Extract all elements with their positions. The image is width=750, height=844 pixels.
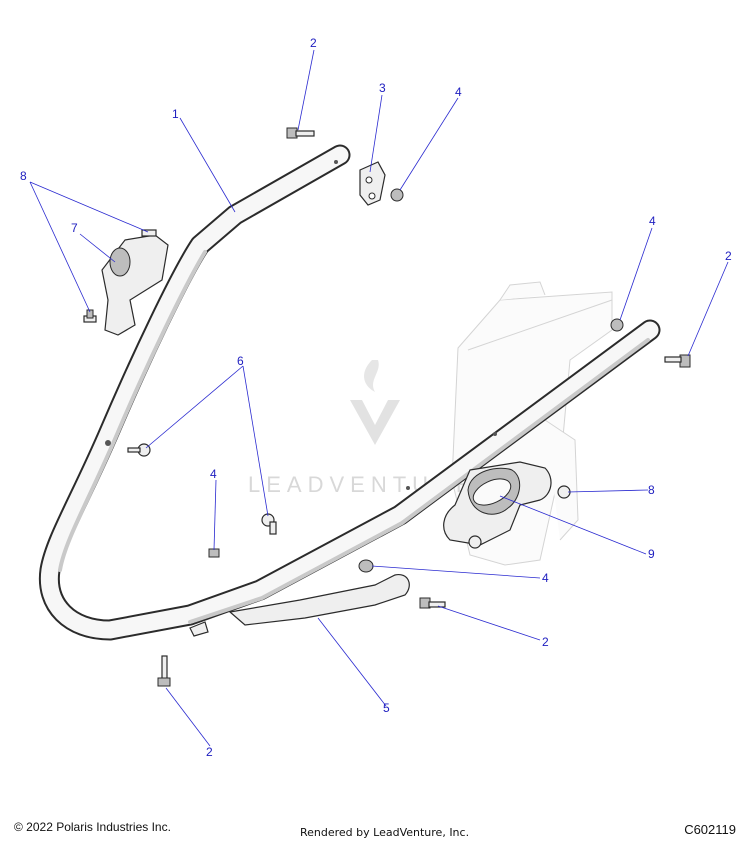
bolt-lower-right [419,597,446,609]
copyright-text: © 2022 Polaris Industries Inc. [14,820,171,834]
fasteners [83,127,691,687]
bumper-tube [38,144,661,641]
callout-2-lower: 2 [542,635,549,649]
callout-4-lower: 4 [542,571,549,585]
callout-1: 1 [172,107,179,121]
rendered-by-text: Rendered by LeadVenture, Inc. [300,826,470,839]
callout-2-top: 2 [310,36,317,50]
rivet-left [127,443,151,457]
small-plate [359,161,386,206]
bolt-top [286,127,315,139]
mount-plate [443,461,552,549]
callout-2-right: 2 [725,249,732,263]
callout-5: 5 [383,701,390,715]
leader-lines [29,49,729,747]
callout-3: 3 [379,81,386,95]
rivet-center [261,513,277,535]
callout-6: 6 [237,354,244,368]
lower-brace [189,573,410,637]
nut-left [208,548,220,558]
clip-left-top [141,229,157,237]
nut-top [390,188,404,202]
clip-left-bottom [83,309,97,323]
bolt-bottom [157,655,171,687]
callout-9: 9 [648,547,655,561]
callout-8-right: 8 [648,483,655,497]
callout-8-left: 8 [20,169,27,183]
diagram-code: C602119 [684,822,736,837]
nut-right [610,318,624,332]
callout-4-left: 4 [210,467,217,481]
callout-labels: 1 2 3 4 8 7 4 2 6 4 8 9 4 2 5 2 [20,36,732,759]
callout-2-bottom: 2 [206,745,213,759]
callout-4-top: 4 [455,85,462,99]
callout-7: 7 [71,221,78,235]
callout-4-right: 4 [649,214,656,228]
bolt-right [664,354,691,368]
left-bracket [101,234,169,336]
nut-lower [358,559,374,573]
